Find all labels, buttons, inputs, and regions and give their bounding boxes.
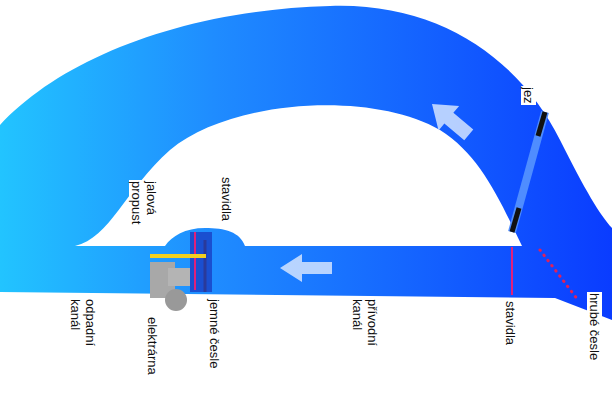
sluice-gate	[511, 247, 513, 295]
part-label: odpadní kanál	[68, 298, 98, 360]
fine-screen	[204, 240, 207, 292]
coarse-screen	[540, 250, 578, 300]
part-label: jemné česle	[207, 298, 222, 369]
part-label: přívodní kanál	[350, 298, 380, 362]
flow-arrow	[280, 254, 332, 282]
part-label: jez	[521, 86, 536, 105]
intake-basin	[190, 232, 212, 292]
flow-arrow	[422, 92, 479, 147]
part-label: elektrárna	[145, 316, 160, 376]
weir-end	[538, 112, 545, 136]
power-house	[168, 268, 190, 286]
part-label: stavidla	[219, 176, 234, 222]
part-label: hrubé česle	[587, 292, 602, 361]
weir-end	[512, 208, 519, 232]
river-water	[0, 6, 612, 320]
part-label: jalová propust	[129, 180, 159, 232]
sluice-gate	[194, 232, 196, 290]
weir-crest	[512, 112, 545, 232]
turbine	[165, 289, 187, 311]
spillway	[150, 254, 206, 258]
part-label: stavidla	[503, 300, 518, 346]
